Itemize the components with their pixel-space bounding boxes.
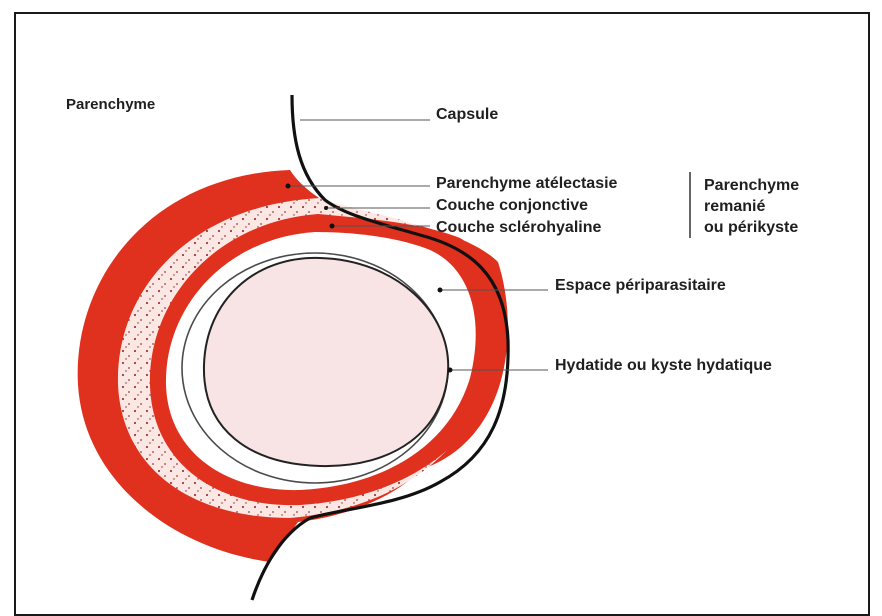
- label-parenchyme-atelectasie: Parenchyme atélectasie: [436, 176, 617, 192]
- pointer-espace: [438, 288, 443, 293]
- label-couche-conjonctive: Couche conjonctive: [436, 198, 588, 214]
- pointer-conjonctive: [324, 206, 328, 210]
- label-remanie-line3: ou périkyste: [704, 220, 798, 236]
- label-capsule: Capsule: [436, 107, 498, 123]
- label-hydatide: Hydatide ou kyste hydatique: [555, 358, 772, 374]
- label-couche-sclerohyaline: Couche sclérohyaline: [436, 220, 601, 236]
- label-parenchyme: Parenchyme: [66, 97, 155, 112]
- label-remanie-line2: remanié: [704, 199, 765, 215]
- label-espace-periparasitaire: Espace périparasitaire: [555, 278, 726, 294]
- pointer-sclerohyaline: [330, 224, 335, 229]
- pointer-hydatide: [448, 368, 453, 373]
- label-remanie-line1: Parenchyme: [704, 178, 799, 194]
- pointer-atelectasie: [286, 184, 291, 189]
